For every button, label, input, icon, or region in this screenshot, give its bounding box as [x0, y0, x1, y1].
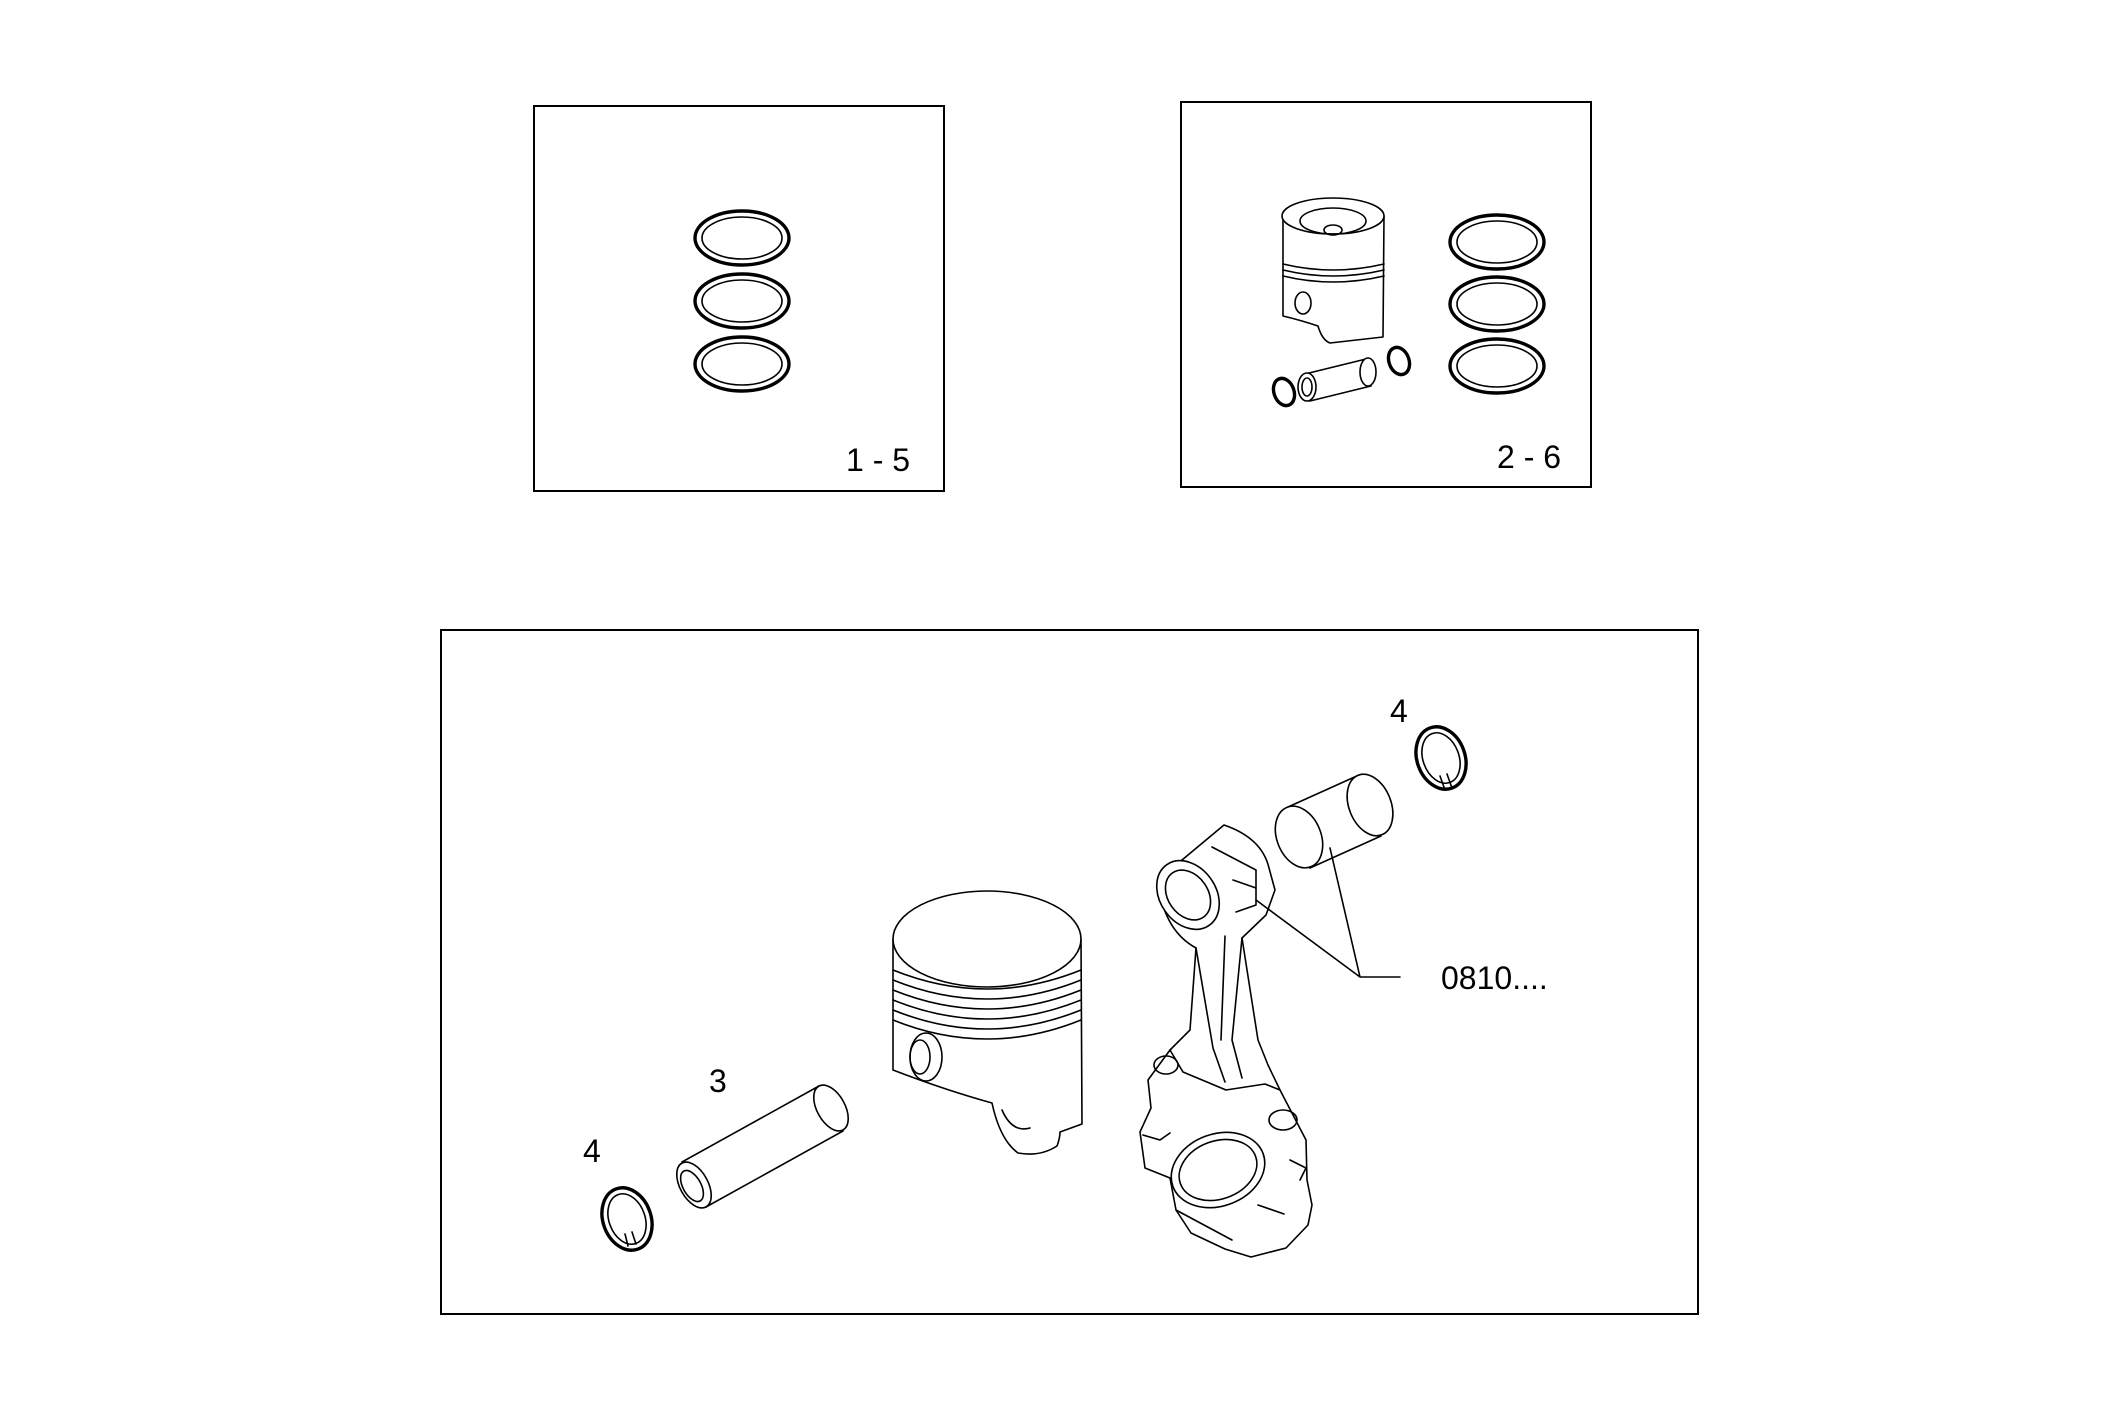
- connecting-rod[interactable]: [1139, 824, 1313, 1258]
- assembly-panel: 4 3 4 0810....: [440, 629, 1699, 1315]
- kit-rings-panel[interactable]: 1 - 5: [533, 105, 945, 492]
- kit-piston-rings: [1448, 213, 1546, 395]
- piston[interactable]: [892, 890, 1083, 1155]
- piston-ring-set: [693, 209, 791, 393]
- kit-piston-label: 2 - 6: [1497, 439, 1561, 475]
- snap-ring-right[interactable]: [1408, 720, 1475, 797]
- kit-piston-panel[interactable]: 2 - 6: [1180, 101, 1592, 488]
- snap-ring-left[interactable]: [594, 1181, 661, 1258]
- small-snap-rings: [1271, 345, 1412, 408]
- small-end-bush[interactable]: [1267, 767, 1402, 874]
- kit-piston-frame: [1180, 101, 1592, 488]
- callout-snap-ring-left: 4: [583, 1133, 601, 1169]
- leader-lines: [1255, 847, 1401, 978]
- small-piston: [1281, 197, 1385, 344]
- callout-piston-pin: 3: [709, 1063, 727, 1099]
- callout-snap-ring-right: 4: [1390, 693, 1408, 729]
- kit-rings-label: 1 - 5: [846, 442, 910, 478]
- piston-pin[interactable]: [670, 1079, 856, 1213]
- callout-rod-bush: 0810....: [1441, 960, 1548, 996]
- kit-rings-frame: [533, 105, 945, 492]
- assembly-frame: [440, 629, 1699, 1315]
- small-piston-pin: [1297, 357, 1377, 402]
